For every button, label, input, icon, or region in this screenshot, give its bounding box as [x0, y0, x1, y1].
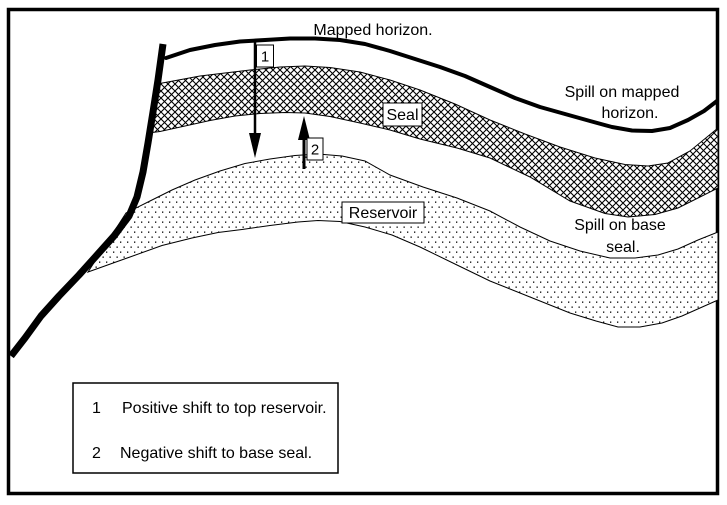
- spill-on-base-label-line2: seal.: [606, 239, 640, 256]
- arrow-2: 2: [298, 116, 324, 169]
- fault-line: [8, 43, 167, 359]
- reservoir-label-group: Reservoir: [341, 201, 425, 224]
- legend-item-2-number: 2: [92, 445, 101, 462]
- mapped-horizon-label: Mapped horizon.: [313, 22, 432, 39]
- seal-label-box: [382, 102, 423, 127]
- seal-label-group: Seal: [382, 102, 423, 127]
- arrow-2-head-up-icon: [298, 116, 310, 140]
- arrow-1: 1: [249, 42, 274, 158]
- spill-on-mapped-label-line2: horizon.: [602, 105, 659, 122]
- mapped-horizon-line: [164, 36, 719, 133]
- legend: 1 Positive shift to top reservoir. 2 Neg…: [72, 382, 339, 474]
- seal-label: Seal: [386, 107, 418, 124]
- marker-2-number: 2: [311, 142, 319, 159]
- reservoir-label-box: [341, 201, 425, 224]
- arrow-1-head-down-icon: [249, 133, 261, 158]
- marker-2-box: [306, 137, 324, 161]
- legend-item-1-text: Positive shift to top reservoir.: [122, 400, 327, 417]
- legend-item-1-number: 1: [92, 400, 101, 417]
- seal-band: [147, 65, 719, 218]
- marker-1-number: 1: [261, 49, 269, 66]
- marker-1-box: [256, 44, 274, 68]
- spill-on-base-label-line1: Spill on base: [574, 217, 666, 234]
- legend-box: [72, 382, 339, 474]
- reservoir-label: Reservoir: [349, 205, 418, 222]
- legend-item-2-text: Negative shift to base seal.: [120, 445, 312, 462]
- spill-on-mapped-label-line1: Spill on mapped: [565, 84, 680, 101]
